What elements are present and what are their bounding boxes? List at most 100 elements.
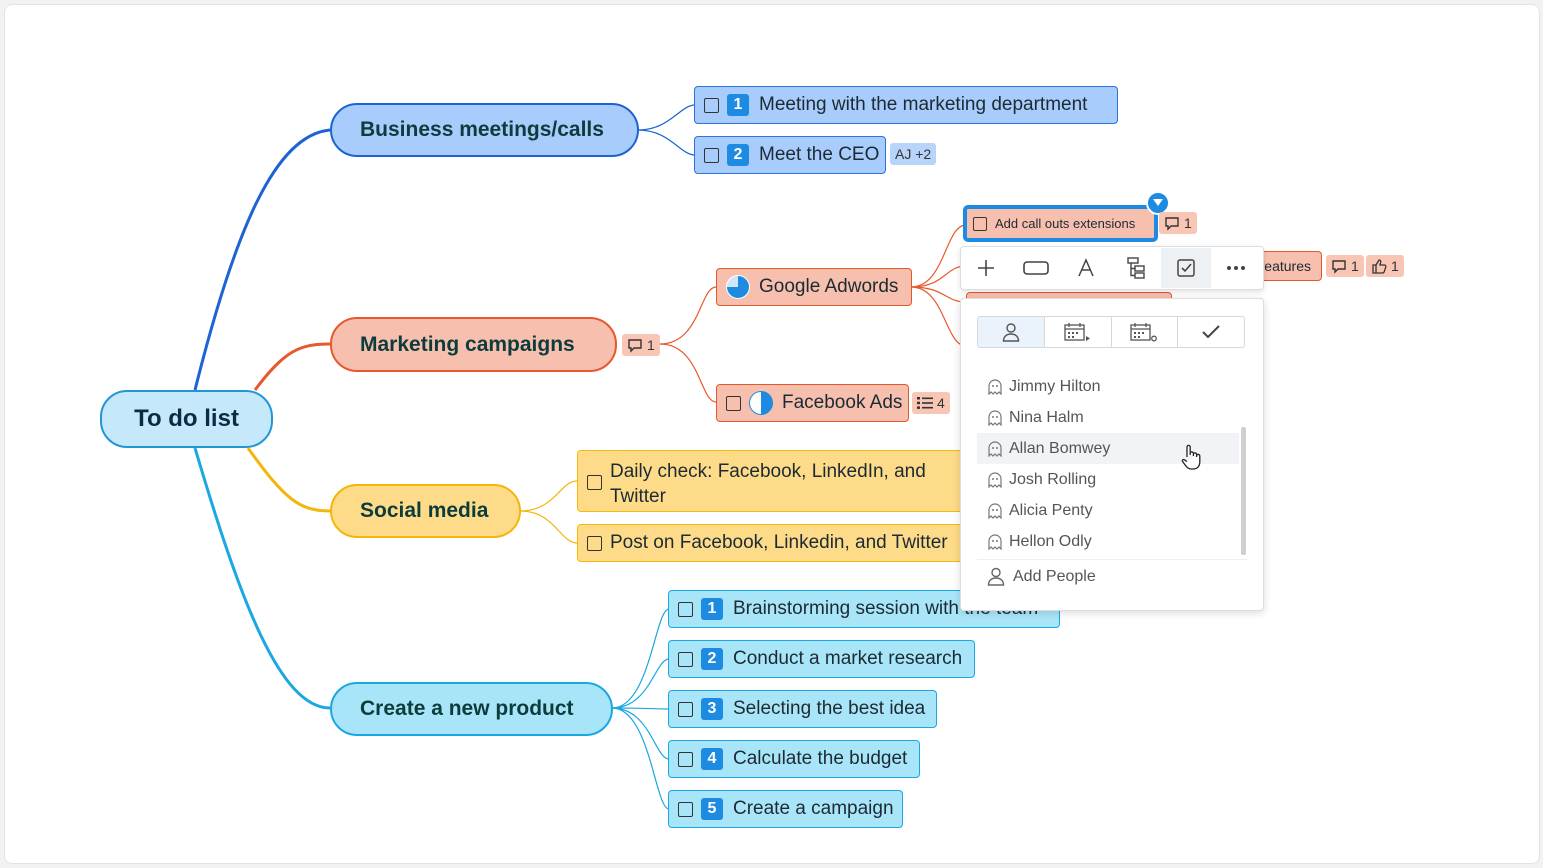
due-date-icon bbox=[1130, 323, 1158, 342]
person-name: Jimmy Hilton bbox=[1009, 377, 1101, 395]
task-meet-ceo[interactable]: 2 Meet the CEO bbox=[694, 136, 886, 174]
add-people-button[interactable]: Add People bbox=[987, 567, 1096, 586]
topic-business-meetings[interactable]: Business meetings/calls bbox=[330, 103, 639, 157]
task-daily-check[interactable]: Daily check: Facebook, LinkedIn, and Twi… bbox=[577, 450, 969, 512]
panel-tabs bbox=[977, 316, 1245, 348]
person-item[interactable]: Josh Rolling bbox=[977, 464, 1239, 495]
task-label: Meet the CEO bbox=[759, 144, 880, 165]
task-market-research[interactable]: 2 Conduct a market research bbox=[668, 640, 975, 678]
topic-label: Create a new product bbox=[360, 697, 574, 720]
priority-icon: 2 bbox=[701, 648, 723, 670]
comment-badge[interactable]: 1 bbox=[622, 334, 660, 356]
like-badge[interactable]: 1 bbox=[1366, 255, 1404, 277]
topic-social-media[interactable]: Social media bbox=[330, 484, 521, 538]
ghost-icon bbox=[988, 410, 1002, 426]
task-checkbox[interactable] bbox=[678, 701, 693, 717]
assignees-label: AJ +2 bbox=[895, 146, 932, 162]
priority-icon: 3 bbox=[701, 698, 723, 720]
person-item[interactable]: Alicia Penty bbox=[977, 495, 1239, 526]
subtasks-badge[interactable]: 4 bbox=[912, 392, 950, 414]
task-label: Add call outs extensions bbox=[995, 216, 1136, 231]
more-button[interactable] bbox=[1211, 248, 1261, 288]
structure-button[interactable] bbox=[1111, 248, 1161, 288]
add-people-label: Add People bbox=[1013, 567, 1096, 585]
tab-start-date[interactable] bbox=[1045, 317, 1112, 347]
topic-google-adwords[interactable]: Google Adwords bbox=[716, 268, 912, 306]
person-name: Hellon Odly bbox=[1009, 532, 1092, 550]
priority-icon: 5 bbox=[701, 798, 723, 820]
topic-marketing-campaigns[interactable]: Marketing campaigns bbox=[330, 317, 617, 372]
task-label-wrap: Daily check: Facebook, LinkedIn, and Twi… bbox=[610, 459, 926, 509]
task-label: Conduct a market research bbox=[733, 648, 963, 669]
task-budget[interactable]: 4 Calculate the budget bbox=[668, 740, 920, 778]
shape-button[interactable] bbox=[1011, 248, 1061, 288]
task-label: Create a campaign bbox=[733, 798, 894, 819]
hand-cursor-icon bbox=[1181, 444, 1201, 470]
comment-count: 1 bbox=[647, 337, 655, 353]
ghost-icon bbox=[988, 379, 1002, 395]
text-format-button[interactable] bbox=[1061, 248, 1111, 288]
comment-count: 1 bbox=[1351, 258, 1359, 274]
structure-icon bbox=[1127, 257, 1145, 279]
task-checkbox-icon bbox=[1177, 259, 1195, 277]
thumbs-up-icon bbox=[1372, 258, 1387, 274]
person-name: Josh Rolling bbox=[1009, 470, 1097, 488]
person-name: Allan Bomwey bbox=[1009, 439, 1111, 457]
task-facebook-ads[interactable]: Facebook Ads bbox=[716, 384, 909, 422]
comment-count: 1 bbox=[1184, 215, 1192, 231]
task-label: features bbox=[1260, 258, 1311, 274]
assignees-badge[interactable]: AJ +2 bbox=[890, 143, 937, 165]
task-checkbox[interactable] bbox=[973, 216, 987, 231]
person-item[interactable]: Hellon Odly bbox=[977, 526, 1239, 557]
task-create-campaign[interactable]: 5 Create a campaign bbox=[668, 790, 903, 828]
task-checkbox[interactable] bbox=[704, 147, 719, 163]
task-label: Meeting with the marketing department bbox=[759, 94, 1088, 115]
task-label: Calculate the budget bbox=[733, 748, 908, 769]
topic-toolbar bbox=[960, 246, 1264, 290]
person-item[interactable]: Jimmy Hilton bbox=[977, 371, 1239, 402]
tab-assignee[interactable] bbox=[978, 317, 1045, 347]
person-name: Nina Halm bbox=[1009, 408, 1084, 426]
task-label: Daily check: Facebook, LinkedIn, and bbox=[610, 461, 926, 482]
tab-complete[interactable] bbox=[1178, 317, 1244, 347]
topic-label: Business meetings/calls bbox=[360, 118, 604, 141]
task-checkbox[interactable] bbox=[678, 601, 693, 617]
task-checkbox[interactable] bbox=[678, 801, 693, 817]
topic-create-product[interactable]: Create a new product bbox=[330, 682, 613, 736]
task-label: Selecting the best idea bbox=[733, 698, 926, 719]
task-checkbox[interactable] bbox=[587, 535, 602, 551]
task-add-call-outs[interactable]: Add call outs extensions bbox=[963, 205, 1158, 242]
collapse-toggle-icon[interactable] bbox=[1146, 191, 1170, 215]
add-topic-button[interactable] bbox=[961, 248, 1011, 288]
comment-badge[interactable]: 1 bbox=[1159, 212, 1197, 234]
task-button[interactable] bbox=[1161, 248, 1211, 288]
person-item[interactable]: Nina Halm bbox=[977, 402, 1239, 433]
task-checkbox[interactable] bbox=[678, 751, 693, 767]
task-meeting-marketing[interactable]: 1 Meeting with the marketing department bbox=[694, 86, 1118, 124]
task-post-social[interactable]: Post on Facebook, Linkedin, and Twitter bbox=[577, 524, 969, 562]
comment-icon bbox=[1332, 259, 1346, 274]
shape-icon bbox=[1023, 261, 1049, 275]
tab-due-date[interactable] bbox=[1112, 317, 1179, 347]
task-best-idea[interactable]: 3 Selecting the best idea bbox=[668, 690, 937, 728]
topic-label: Social media bbox=[360, 499, 489, 522]
subtask-count: 4 bbox=[937, 395, 945, 411]
progress-pie-icon bbox=[726, 275, 750, 299]
task-checkbox[interactable] bbox=[587, 475, 602, 490]
root-topic-label: To do list bbox=[134, 405, 239, 432]
root-topic[interactable]: To do list bbox=[100, 390, 273, 448]
task-checkbox[interactable] bbox=[726, 395, 741, 411]
topic-label: Marketing campaigns bbox=[360, 332, 575, 356]
priority-icon: 4 bbox=[701, 748, 723, 770]
priority-icon: 1 bbox=[701, 598, 723, 620]
people-list-scrollbar[interactable] bbox=[1241, 427, 1246, 555]
complete-icon bbox=[1202, 325, 1220, 339]
task-checkbox[interactable] bbox=[678, 651, 693, 667]
task-checkbox[interactable] bbox=[704, 97, 719, 113]
more-icon bbox=[1227, 266, 1245, 270]
priority-icon: 2 bbox=[727, 144, 749, 166]
comment-badge[interactable]: 1 bbox=[1326, 255, 1364, 277]
priority-icon: 1 bbox=[727, 94, 749, 116]
task-assign-panel: Jimmy Hilton Nina Halm Allan Bomwey Josh… bbox=[960, 298, 1264, 611]
